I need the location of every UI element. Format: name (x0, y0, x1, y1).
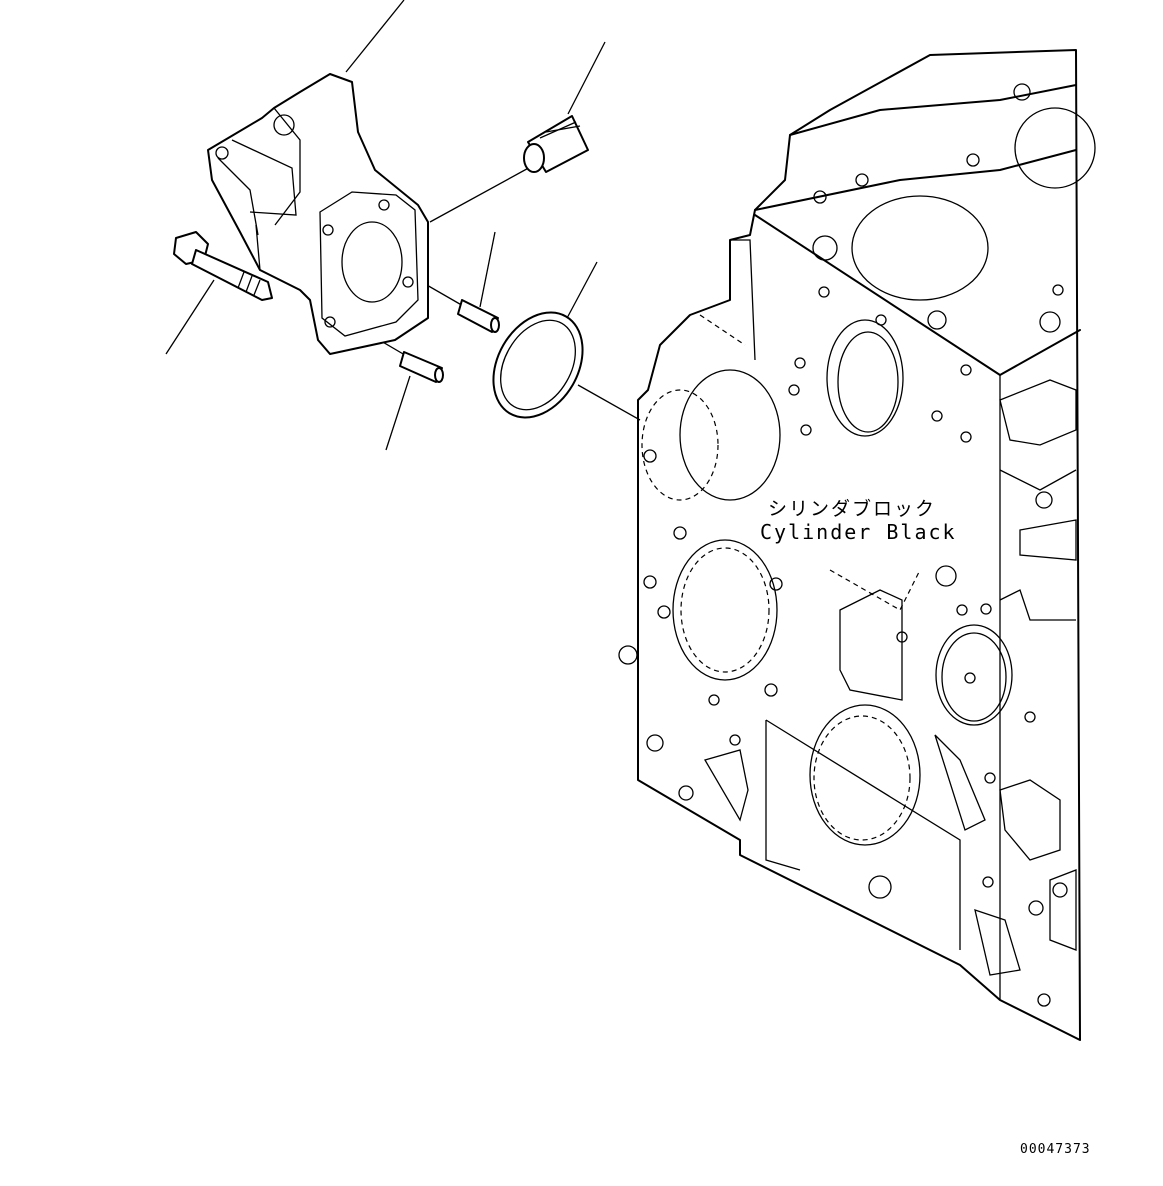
flange-bolt (173, 231, 273, 301)
o-ring (492, 311, 584, 419)
dowel-pin-lower (399, 351, 444, 383)
block-label-jp: シリンダブロック (768, 498, 937, 520)
cylinder-block (618, 49, 1096, 1041)
plug-cap (523, 115, 589, 173)
bracket-part (207, 73, 429, 355)
drawing-number: 00047373 (1020, 1142, 1091, 1157)
dowel-pin-upper (457, 299, 500, 333)
block-label-en: Cylinder Black (760, 520, 957, 544)
